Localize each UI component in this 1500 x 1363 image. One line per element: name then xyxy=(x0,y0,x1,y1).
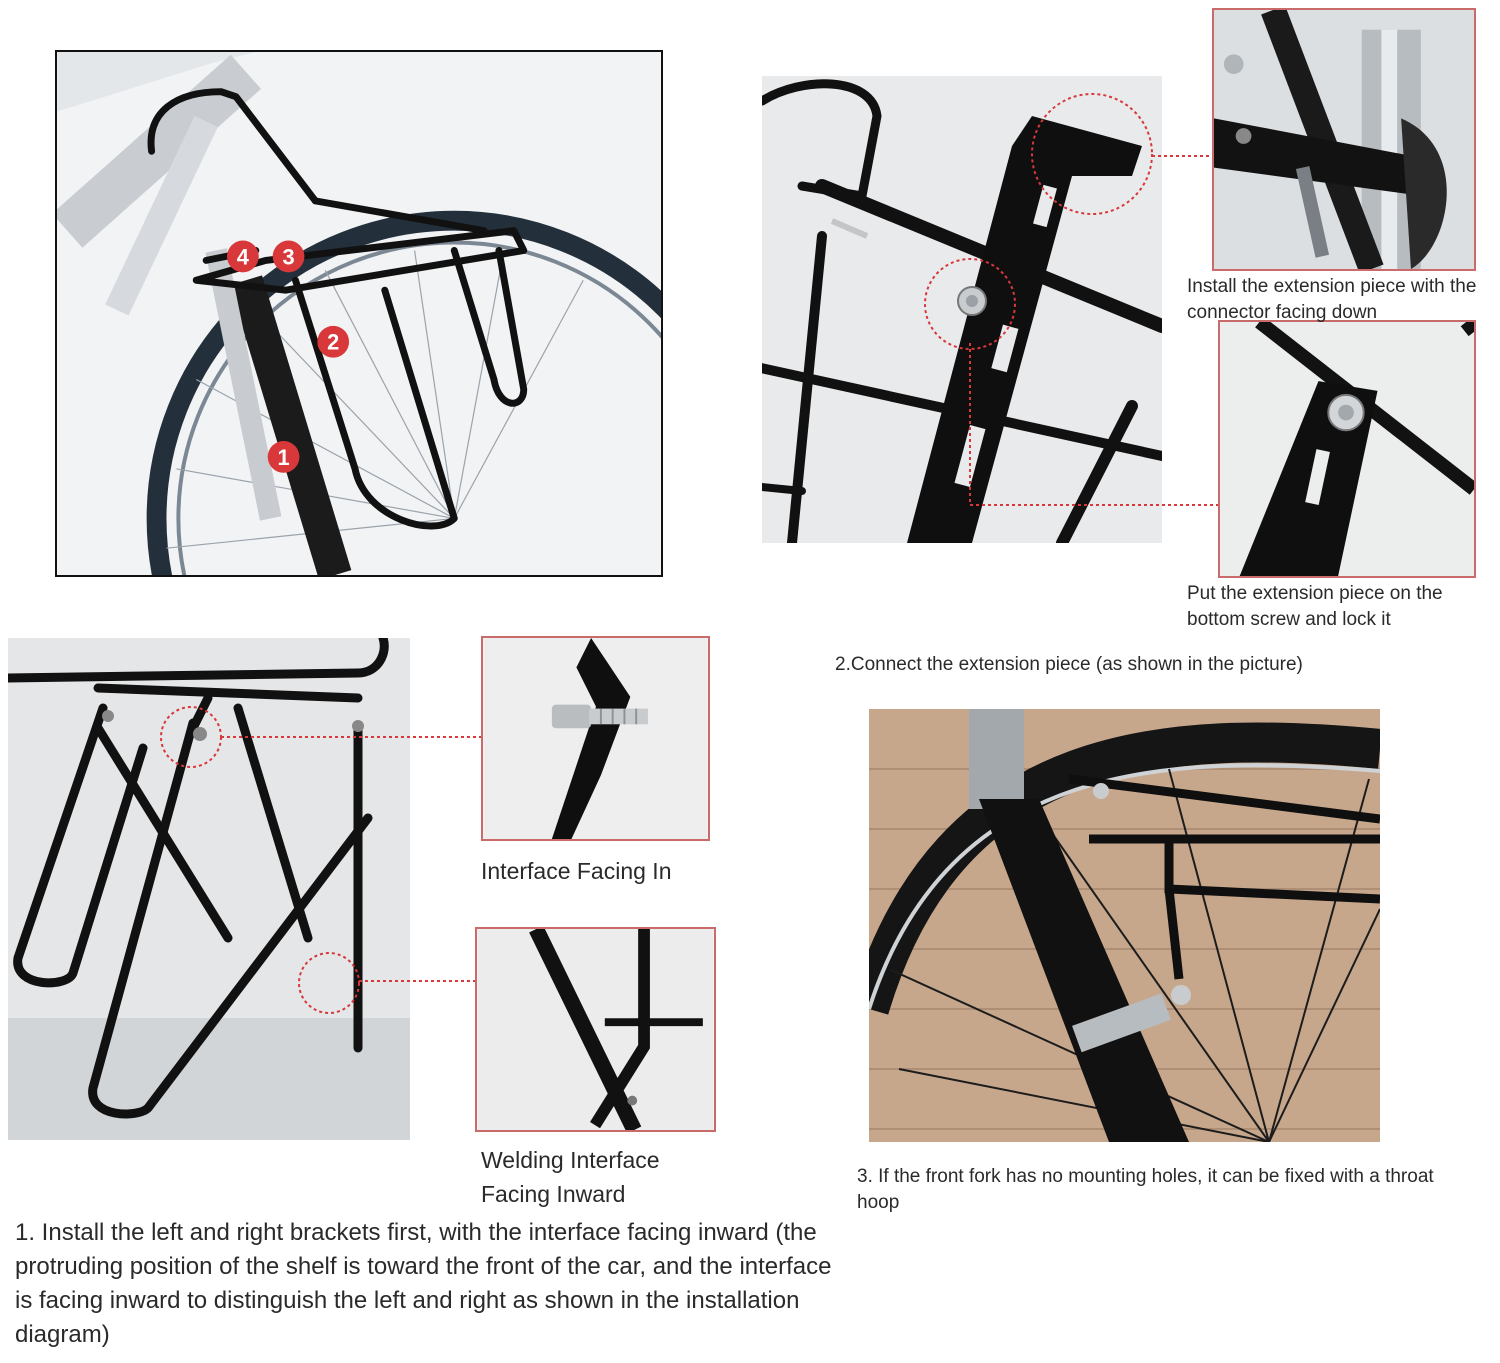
photo-throat-hoop xyxy=(869,709,1380,1142)
caption-extension-bottom-screw: Put the extension piece on the bottom sc… xyxy=(1187,583,1443,630)
photo-bike-front-rack: 4 3 2 1 xyxy=(55,50,663,577)
caption-step-2: 2.Connect the extension piece (as shown … xyxy=(835,654,1303,675)
marker-1-label: 1 xyxy=(278,445,290,470)
caption-step-1: 1. Install the left and right brackets f… xyxy=(15,1219,832,1348)
caption-interface-facing-in: Interface Facing In xyxy=(481,858,672,884)
caption-welding-interface: Welding Interface Facing Inward xyxy=(481,1147,660,1207)
photo-welding-interface xyxy=(475,927,716,1132)
photo-extension-bottom-screw xyxy=(1218,320,1476,578)
photo-connector-facing-down xyxy=(1212,8,1476,271)
marker-4-label: 4 xyxy=(237,244,250,269)
photo-interface-facing-in xyxy=(481,636,710,841)
photo-extension-piece xyxy=(762,76,1162,543)
marker-3-label: 3 xyxy=(282,244,294,269)
photo-rack-brackets xyxy=(8,638,410,1140)
marker-3 xyxy=(272,240,305,273)
marker-4 xyxy=(227,240,259,273)
caption-step-3: 3. If the front fork has no mounting hol… xyxy=(857,1166,1434,1213)
marker-2-label: 2 xyxy=(327,330,339,355)
marker-1 xyxy=(267,441,300,473)
marker-2 xyxy=(317,325,350,358)
caption-extension-facing-down: Install the extension piece with the con… xyxy=(1187,276,1477,323)
